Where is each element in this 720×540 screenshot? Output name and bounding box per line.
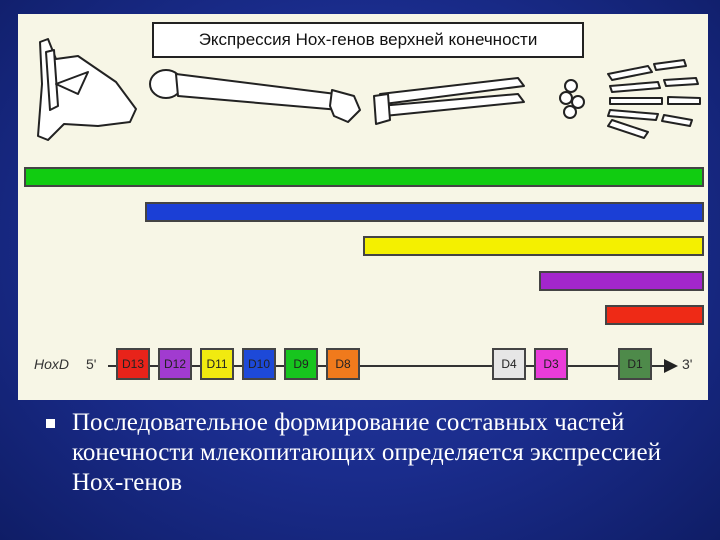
gene-box-d4: D4 <box>492 348 526 380</box>
chromosome-line <box>108 365 668 367</box>
expression-bar-red <box>605 305 704 325</box>
radius-ulna-illustration <box>374 78 524 124</box>
gene-box-d13: D13 <box>116 348 150 380</box>
five-prime-label: 5' <box>86 356 96 372</box>
hoxd-gene-cluster: HoxD 5' 3' D13 D12 D11 D10 D9 D8 D4 D3 D… <box>18 342 708 386</box>
gene-box-d8: D8 <box>326 348 360 380</box>
gene-box-d10: D10 <box>242 348 276 380</box>
gene-box-d12: D12 <box>158 348 192 380</box>
carpal-bones-illustration <box>560 80 584 118</box>
bullet-square-icon <box>46 419 55 428</box>
expression-bar-green <box>24 167 704 187</box>
hoxd-label: HoxD <box>34 356 69 372</box>
three-prime-label: 3' <box>682 356 692 372</box>
gene-box-d1: D1 <box>618 348 652 380</box>
expression-bar-blue <box>145 202 704 222</box>
caption-text: Последовательное формирование составных … <box>72 408 692 498</box>
humerus-illustration <box>150 70 360 122</box>
upper-limb-skeleton-illustration <box>18 14 708 164</box>
hox-expression-figure: Экспрессия Hox-генов верхней конечности <box>18 14 708 400</box>
gene-box-d3: D3 <box>534 348 568 380</box>
hand-phalanges-illustration <box>608 60 700 138</box>
gene-box-d11: D11 <box>200 348 234 380</box>
expression-bar-yellow <box>363 236 704 256</box>
direction-arrow-icon <box>664 359 678 373</box>
expression-bar-purple <box>539 271 704 291</box>
gene-box-d9: D9 <box>284 348 318 380</box>
scapula-illustration <box>38 39 136 140</box>
